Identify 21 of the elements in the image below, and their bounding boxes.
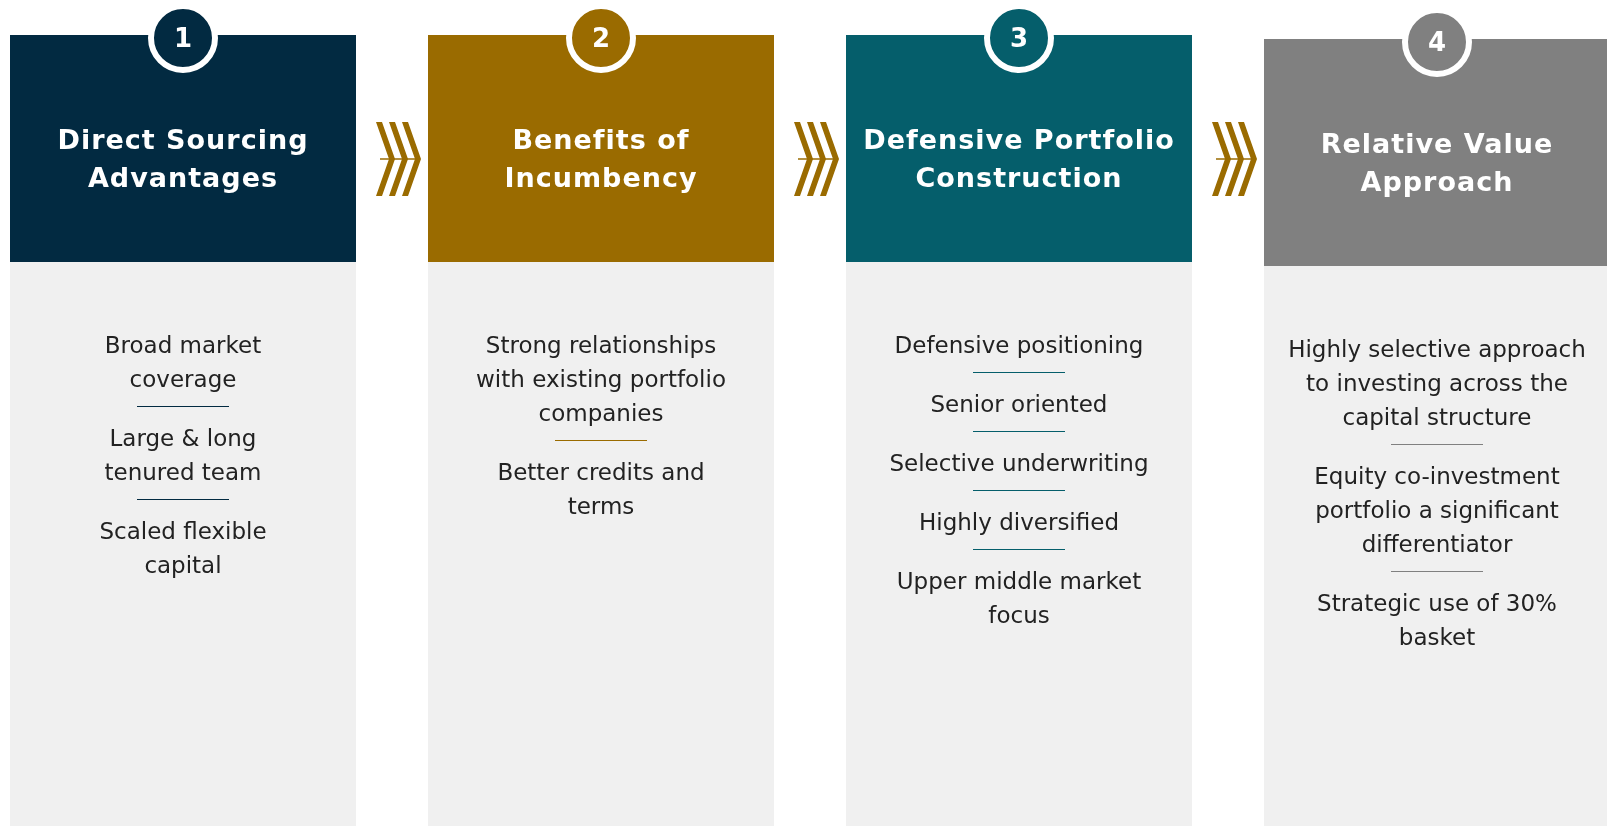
step-title: Relative Value Approach: [1319, 126, 1555, 199]
step-title: Benefits of Incumbency: [503, 122, 699, 195]
detail-text: Strategic use of 30% basket: [1316, 589, 1558, 652]
detail-panel: [1264, 266, 1607, 826]
detail-text: Equity co-investment portfolio a significant differentiator: [1313, 462, 1561, 559]
detail-text: Highly selective approach to investing across the capital structure: [1287, 335, 1587, 432]
detail-text: Upper middle market focus: [895, 567, 1143, 630]
detail-text: Senior oriented: [929, 390, 1109, 419]
detail-text: Large & long tenured team: [103, 424, 263, 487]
detail-text: Scaled flexible capital: [98, 517, 268, 580]
detail-text: Better credits and terms: [496, 458, 706, 521]
detail-text: Broad market coverage: [103, 331, 263, 394]
step-title: Direct Sourcing Advantages: [56, 122, 310, 195]
detail-panel: [846, 262, 1192, 826]
step-title: Defensive Portfolio Construction: [862, 122, 1176, 195]
detail-panel: [10, 262, 356, 826]
detail-panel: [428, 262, 774, 826]
detail-text: Defensive positioning: [893, 331, 1145, 360]
detail-text: Selective underwriting: [888, 449, 1150, 478]
detail-text: Strong relationships with existing portfolio companies: [476, 331, 726, 428]
detail-text: Highly diversified: [918, 508, 1120, 537]
